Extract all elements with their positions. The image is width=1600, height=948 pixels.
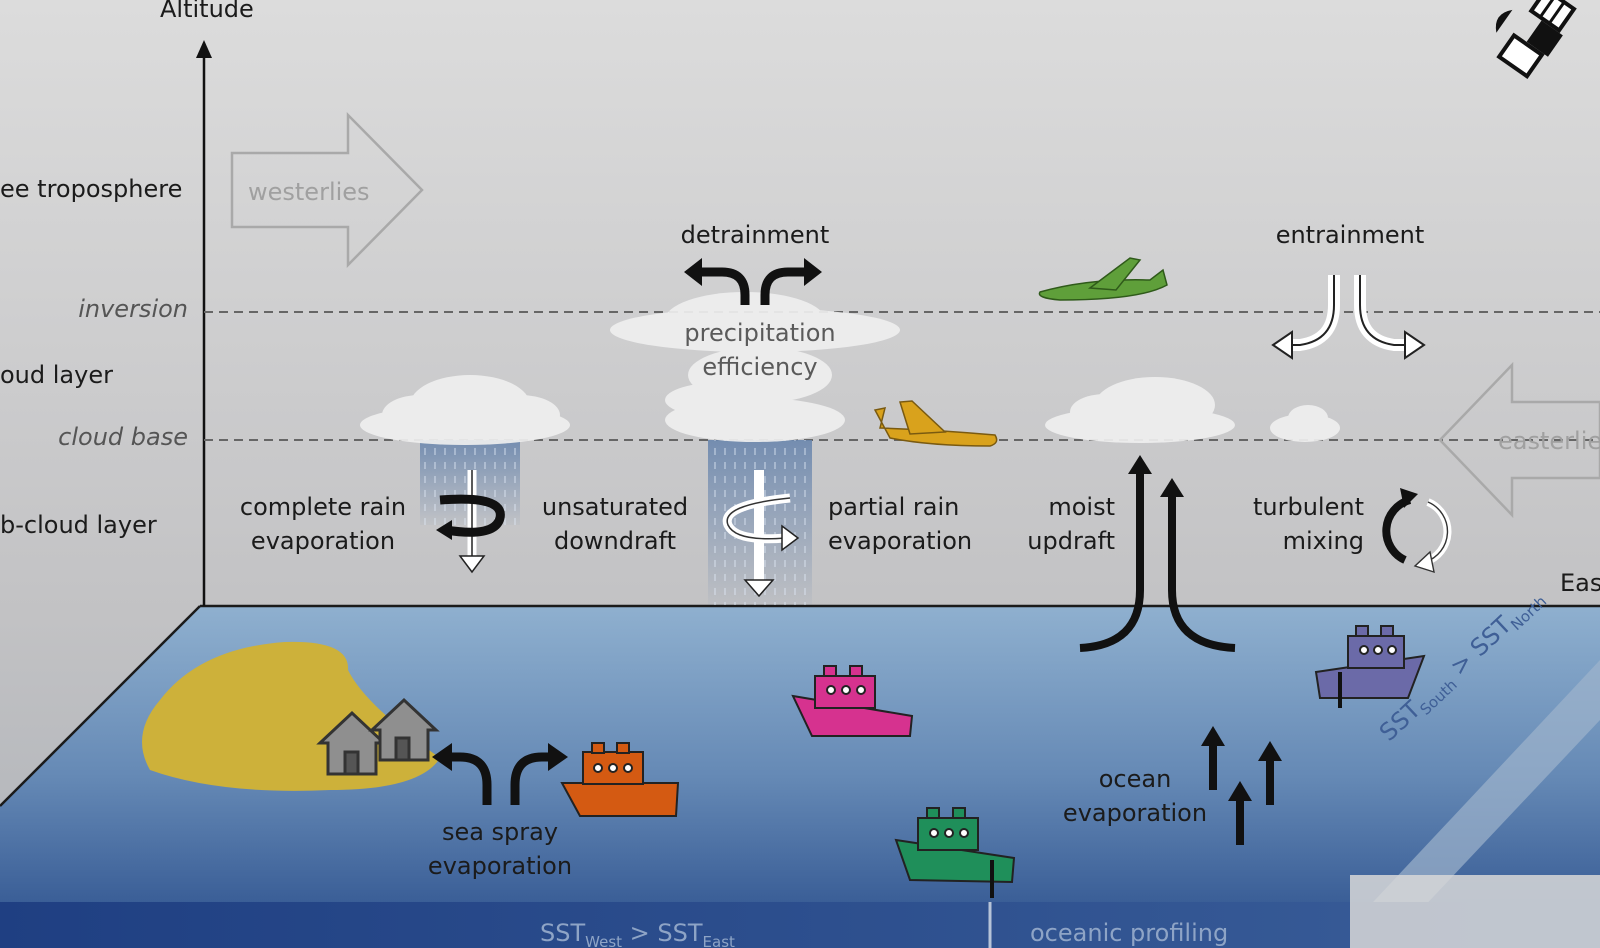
label-line: partial rain (828, 493, 960, 521)
sub-cloud-layer-label: b-cloud layer (0, 511, 157, 539)
ocean-plane (0, 606, 1600, 948)
sst-text: SST (657, 919, 703, 947)
label-line: moist (1048, 493, 1115, 521)
ship-icon (791, 665, 914, 737)
cloud-icon (360, 375, 570, 445)
moist-updraft-arrows (1079, 470, 1236, 652)
precipitation-efficiency-line1: precipitation (684, 319, 836, 347)
sea-spray-evaporation-label: sea spray evaporation (420, 815, 580, 883)
bottom-band (0, 902, 1600, 948)
complete-rain-evaporation-label: complete rain evaporation (228, 490, 418, 558)
label-line: evaporation (250, 527, 396, 555)
precipitation-efficiency-line2: efficiency (702, 353, 818, 381)
sst-operator: > (622, 919, 658, 947)
sea-spray-arrows (448, 752, 552, 805)
cloud-icon (610, 292, 900, 442)
detrainment-label: detrainment (680, 221, 830, 249)
cloud-icon (1045, 377, 1235, 443)
ship-icon (560, 742, 680, 817)
airplane-icon (1038, 257, 1168, 301)
sst-text: SST (540, 919, 586, 947)
label-line: ocean (1098, 765, 1172, 793)
label-line: evaporation (427, 852, 573, 880)
ocean-evaporation-label: ocean evaporation (1050, 762, 1220, 830)
complete-rain-evaporation-arrow (436, 470, 505, 574)
easterlies-arrow (1438, 361, 1600, 519)
detrainment-arrows (700, 267, 808, 305)
turbulent-mixing-icon (1382, 488, 1452, 574)
east-axis-label: Eas (1560, 569, 1600, 597)
cloud-base-label: cloud base (58, 423, 188, 451)
ocean-evaporation-arrows (1209, 740, 1274, 845)
entrainment-label: entrainment (1275, 221, 1425, 249)
label-line: evaporation (828, 527, 973, 555)
ship-icon (1314, 625, 1426, 708)
house-icon (316, 710, 388, 776)
cloud-layer-label: oud layer (0, 361, 113, 389)
free-troposphere-label: ee troposphere (0, 175, 183, 203)
entrainment-arrows (1271, 275, 1426, 360)
altitude-arrowhead (196, 40, 212, 58)
oceanic-profiling-label: oceanic profiling (1030, 919, 1229, 947)
sst-subscript: East (702, 932, 735, 948)
inversion-label: inversion (78, 295, 188, 323)
label-line: unsaturated (541, 493, 689, 521)
label-line: evaporation (1062, 799, 1208, 827)
label-line: downdraft (553, 527, 676, 555)
label-line: turbulent (1253, 493, 1364, 521)
sst-west-east-label: SSTWest > SSTEast (540, 916, 735, 948)
axis-title: Altitude (160, 0, 254, 23)
partial-rain-evaporation-label: partial rain evaporation (828, 490, 972, 558)
ocean-left-edge (0, 605, 201, 807)
ship-icon (894, 807, 1016, 898)
moist-updraft-label: moist updraft (1000, 490, 1115, 558)
westerlies-arrow (230, 111, 424, 269)
precipitation-efficiency-label: precipitation efficiency (650, 316, 870, 384)
label-line: sea spray (441, 818, 559, 846)
satellite-icon (1495, 0, 1577, 79)
westerlies-label: westerlies (248, 178, 370, 206)
house-icon (368, 697, 440, 762)
label-line: updraft (1027, 527, 1115, 555)
unsaturated-downdraft-arrow (722, 470, 800, 598)
easterlies-label: easterlie (1498, 427, 1600, 455)
corner-patch (1350, 875, 1600, 948)
sst-subscript: West (585, 932, 623, 948)
turbulent-mixing-label: turbulent mixing (1230, 490, 1364, 558)
cloud-icon (1270, 405, 1340, 442)
label-line: complete rain (239, 493, 407, 521)
label-line: mixing (1282, 527, 1364, 555)
airplane-icon (873, 400, 998, 447)
unsaturated-downdraft-label: unsaturated downdraft (530, 490, 700, 558)
